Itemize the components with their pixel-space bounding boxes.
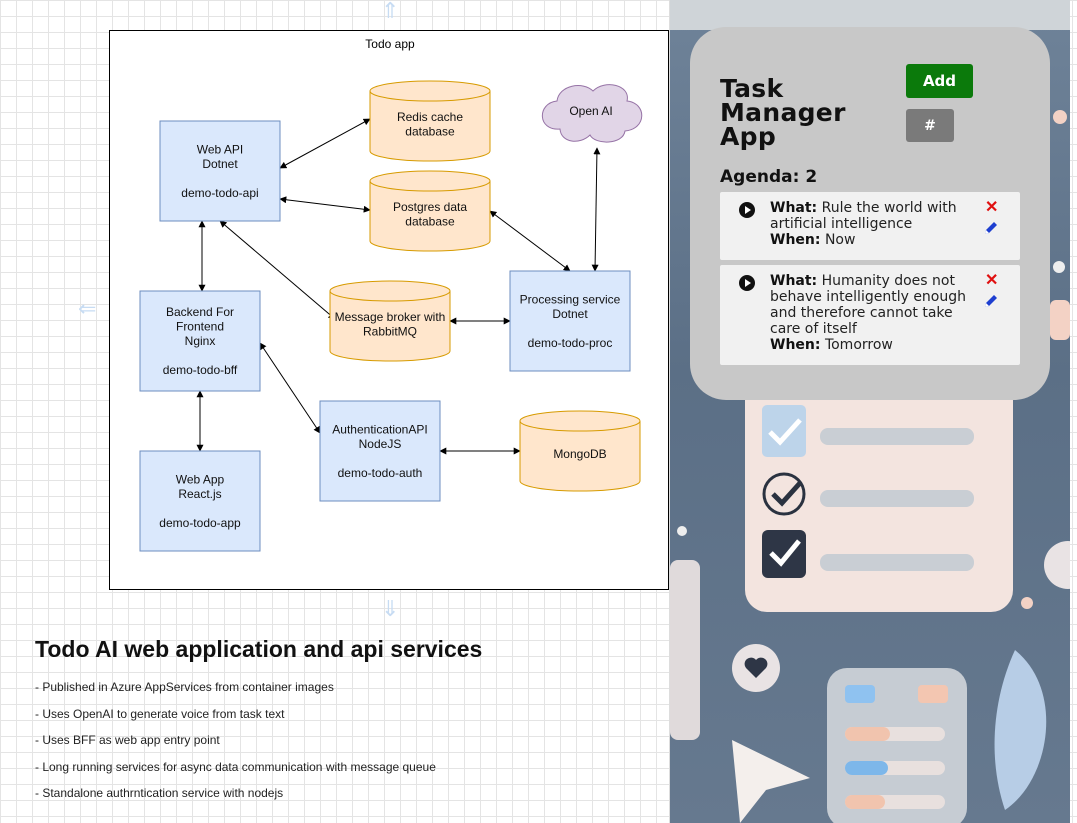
canvas-arrow-left-icon: ⇐ — [78, 296, 97, 321]
processing-service-box[interactable] — [509, 270, 631, 372]
node-label-line: Frontend — [176, 320, 224, 334]
node-label-line: Dotnet — [552, 307, 588, 321]
connector-arrow — [279, 118, 371, 169]
notes-title: Todo AI web application and api services — [35, 636, 483, 662]
web-app-box[interactable] — [139, 450, 261, 552]
task-what: Rule the world with artificial intellige… — [770, 200, 957, 232]
node-label-line: database — [405, 214, 455, 228]
node-label-line: Web App — [176, 472, 225, 486]
diagram-title: Todo app — [365, 37, 415, 51]
cylinder-top-edge — [519, 420, 641, 432]
node-label-line: demo-todo-proc — [528, 336, 613, 350]
node-label-line: NodeJS — [359, 437, 402, 451]
cylinder-top-edge — [329, 290, 451, 302]
node-label-line: Nginx — [185, 334, 216, 348]
add-button[interactable]: Add — [906, 64, 973, 98]
canvas-arrow-down-icon: ⇓ — [381, 596, 400, 621]
task-item: What: Humanity does not behave intellige… — [720, 265, 1020, 365]
node-label-line: Dotnet — [202, 157, 238, 171]
node-label-line: demo-todo-bff — [163, 363, 238, 377]
note-item: - Uses BFF as web app entry point — [35, 733, 220, 747]
note-item: - Long running services for async data c… — [35, 759, 436, 774]
when-label: When: — [770, 232, 821, 248]
task-details: What: Humanity does not behave intellige… — [770, 273, 975, 353]
edit-pencil-icon[interactable] — [983, 220, 999, 241]
node-label-line: MongoDB — [553, 447, 606, 461]
auth-api-box[interactable] — [319, 400, 441, 502]
node-label-line: AuthenticationAPI — [332, 422, 427, 436]
agenda-heading: Agenda: 2 — [720, 167, 817, 187]
notes-list: - Published in Azure AppServices from co… — [35, 679, 436, 812]
node-label-line: React.js — [178, 487, 221, 501]
node-label: MongoDB — [553, 447, 606, 461]
openai-cloud[interactable] — [541, 84, 643, 143]
task-manager-card: Task Manager App Add # Agenda: 2 What: R… — [690, 27, 1050, 400]
app-title: Task Manager App — [720, 74, 846, 151]
task-item: What: Rule the world with artificial int… — [720, 192, 1020, 260]
node-label-line: Web API — [197, 142, 243, 156]
node-label-line: demo-todo-api — [181, 186, 258, 200]
connector-arrow — [279, 196, 371, 213]
hash-button[interactable]: # — [906, 109, 954, 142]
node-label-line: demo-todo-app — [159, 516, 241, 530]
redis-database[interactable] — [369, 80, 491, 162]
node-label-line: Backend For — [166, 305, 234, 319]
edit-pencil-icon[interactable] — [983, 293, 999, 314]
node-label-line: Postgres data — [393, 200, 467, 214]
task-details: What: Rule the world with artificial int… — [770, 200, 975, 248]
play-icon[interactable] — [739, 202, 755, 218]
agenda-label: Agenda: — [720, 167, 800, 187]
cylinder-top-edge — [369, 90, 491, 102]
task-when: Tomorrow — [824, 337, 893, 353]
node-label-line: Open AI — [569, 104, 612, 118]
task-when: Now — [824, 232, 856, 248]
play-icon[interactable] — [739, 275, 755, 291]
when-label: When: — [770, 337, 821, 353]
delete-icon[interactable]: ✕ — [985, 272, 999, 289]
node-label-line: database — [405, 124, 455, 138]
node-label-line: Message broker with — [335, 310, 446, 324]
canvas-arrow-up-icon: ⇑ — [381, 0, 400, 23]
note-item: - Standalone authrntication service with… — [35, 786, 284, 800]
node-label-line: demo-todo-auth — [338, 466, 423, 480]
postgres-database[interactable] — [369, 170, 491, 252]
node-label-line: RabbitMQ — [363, 324, 417, 338]
note-item: - Published in Azure AppServices from co… — [35, 680, 334, 694]
web-api-box[interactable] — [159, 120, 281, 222]
connector-arrow — [489, 210, 571, 272]
background-top-strip — [670, 0, 1070, 30]
delete-icon[interactable]: ✕ — [985, 199, 999, 216]
mongodb-database[interactable] — [519, 410, 641, 492]
connector-arrow — [219, 220, 336, 320]
what-label: What: — [770, 273, 818, 289]
note-item: - Uses OpenAI to generate voice from tas… — [35, 706, 285, 721]
task-what: Humanity does not behave intelligently e… — [770, 273, 967, 337]
what-label: What: — [770, 200, 818, 216]
connector-arrow — [259, 342, 321, 434]
cylinder-top-edge — [369, 180, 491, 192]
decorative-illustration — [670, 110, 1070, 823]
rabbitmq-broker[interactable] — [329, 280, 451, 362]
node-label-line: Processing service — [520, 292, 621, 306]
node-label-line: Redis cache — [397, 110, 463, 124]
connector-arrow — [591, 147, 601, 272]
bff-box[interactable] — [139, 290, 261, 392]
node-label: Open AI — [569, 104, 612, 118]
agenda-count: 2 — [805, 167, 818, 187]
